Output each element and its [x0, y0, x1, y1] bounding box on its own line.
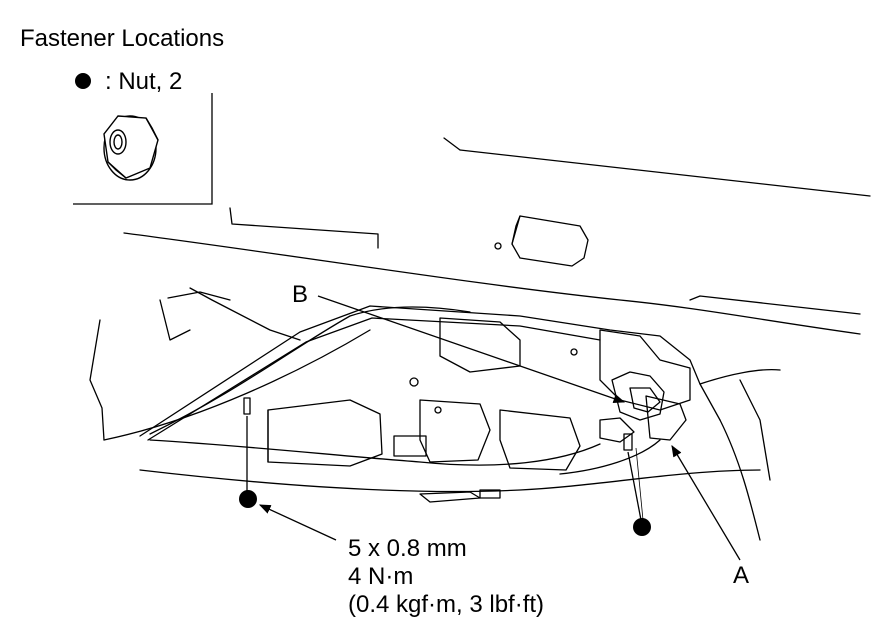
arrow-spec	[258, 504, 337, 541]
spec-torque-nm: 4 N·m	[348, 563, 413, 590]
nut-location-marker-right	[633, 518, 651, 536]
nut-location-marker-left	[239, 490, 257, 508]
callout-a-label: A	[733, 562, 749, 589]
nut-leaders	[246, 416, 644, 521]
vehicle-body-outline	[89, 137, 871, 541]
callout-b-label: B	[292, 281, 308, 308]
spec-size: 5 x 0.8 mm	[348, 535, 467, 562]
arrow-a	[671, 444, 741, 561]
arrow-b	[317, 295, 626, 403]
nut-bullet-icon	[75, 73, 91, 89]
legend-title: Fastener Locations	[20, 25, 224, 52]
spec-torque-alt: (0.4 kgf·m, 3 lbf·ft)	[348, 591, 544, 618]
legend-frame	[73, 93, 213, 205]
hex-nut-icon	[103, 115, 159, 181]
legend-item: : Nut, 2	[105, 68, 182, 95]
callout-arrows	[258, 295, 741, 561]
